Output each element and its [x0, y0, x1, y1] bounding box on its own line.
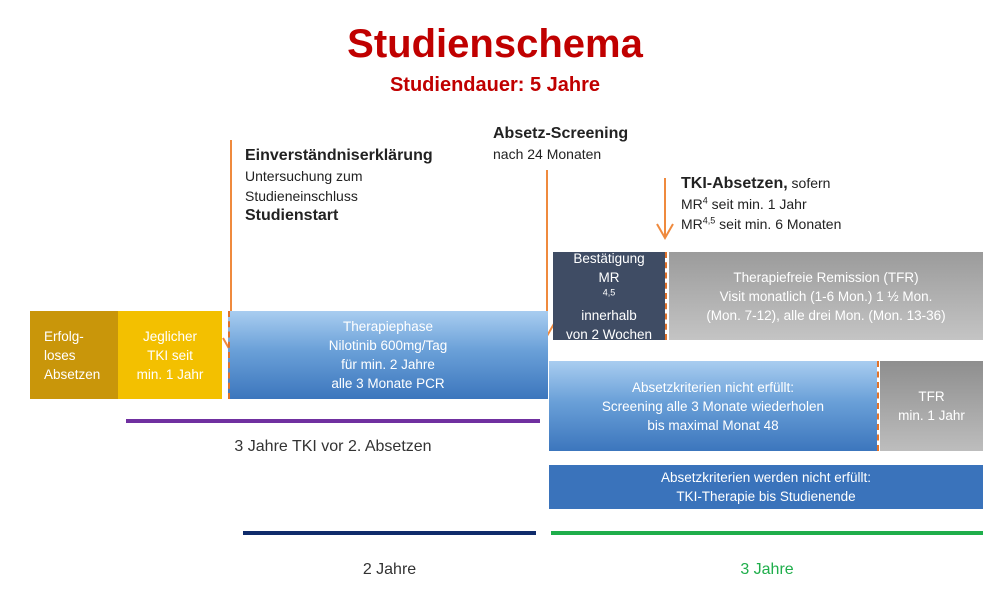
tfr-short-line-1: TFR: [918, 389, 945, 404]
three-years-tki-label: 3 Jahre TKI vor 2. Absetzen: [234, 438, 432, 455]
consent-line-1: Untersuchung zum: [245, 168, 363, 184]
navy-timeline-bar: [243, 531, 536, 535]
tfr-line-1: Therapiefreie Remission (TFR): [733, 269, 919, 285]
therapy-phase-box: Therapiephase Nilotinib 600mg/Tag für mi…: [228, 311, 548, 399]
failed-stop-line-3: Absetzen: [44, 366, 101, 382]
tfr-line-3: (Mon. 7-12), alle drei Mon. (Mon. 13-36): [706, 307, 946, 323]
criteria-line-1: Absetzkriterien nicht erfüllt:: [631, 379, 795, 395]
tfr-line-2: Visit monatlich (1-6 Mon.) 1 ½ Mon.: [719, 288, 933, 304]
therapy-line-4: alle 3 Monate PCR: [331, 376, 445, 391]
screening-subtitle: nach 24 Monaten: [493, 146, 602, 162]
three-years-label: 3 Jahre: [740, 561, 794, 578]
therapy-start-marker: [228, 311, 230, 399]
two-years-label: 2 Jahre: [362, 561, 417, 578]
page-subtitle: Studiendauer: 5 Jahre: [389, 74, 601, 96]
criteria-line-2: Screening alle 3 Monate wiederholen: [601, 398, 825, 414]
any-tki-line-2: TKI seit: [147, 347, 193, 363]
tfr-start-marker: [665, 252, 667, 340]
criteria-never-line-2: TKI-Therapie bis Studienende: [676, 489, 856, 504]
tfr-box: Therapiefreie Remission (TFR) Visit mona…: [669, 252, 983, 340]
purple-timeline-bar: [126, 419, 540, 423]
tki-stop-sup-2: 4,5: [702, 215, 716, 226]
failed-stop-line-1: Erfolg-: [44, 328, 84, 344]
confirm-line-2: MR 4,5 innerhalb: [581, 268, 637, 325]
tfr-short-box: TFR min. 1 Jahr: [880, 361, 983, 451]
page-title: Studienschema: [347, 22, 643, 66]
tki-stop-suffix: sofern: [787, 175, 831, 191]
consent-line-2: Studieneinschluss: [245, 188, 358, 204]
confirm-sup: 4,5: [602, 287, 616, 297]
consent-title: Einverständniserklärung: [245, 147, 433, 164]
confirm-line-1: Bestätigung: [573, 250, 645, 266]
consent-annotation: Einverständniserklärung Untersuchung zum…: [245, 146, 433, 226]
tki-stop-title: TKI-Absetzen,: [681, 175, 788, 192]
tki-stop-annotation: TKI-Absetzen, sofern MR4 seit min. 1 Jah…: [681, 173, 841, 234]
confirm-line-3: von 2 Wochen: [565, 326, 653, 342]
failed-stop-line-2: loses: [44, 347, 76, 363]
tfr-short-line-2: min. 1 Jahr: [898, 408, 965, 423]
tfr-short-marker: [877, 361, 879, 451]
any-tki-box: Jeglicher TKI seit min. 1 Jahr: [118, 311, 222, 399]
criteria-not-met-box: Absetzkriterien nicht erfüllt: Screening…: [549, 361, 877, 451]
tki-stop-mr-1: MR: [681, 196, 703, 212]
therapy-line-3: für min. 2 Jahre: [341, 357, 435, 372]
confirm-within: innerhalb: [581, 307, 637, 323]
screening-annotation: Absetz-Screening nach 24 Monaten: [493, 124, 628, 164]
screening-title: Absetz-Screening: [493, 125, 629, 142]
any-tki-line-1: Jeglicher: [142, 328, 198, 344]
study-start-label: Studienstart: [245, 207, 339, 224]
therapy-line-2: Nilotinib 600mg/Tag: [328, 338, 448, 353]
tki-stop-sup-1: 4: [702, 195, 708, 206]
any-tki-line-3: min. 1 Jahr: [136, 366, 204, 382]
failed-stop-box: Erfolg- loses Absetzen: [30, 311, 118, 399]
criteria-never-box: Absetzkriterien werden nicht erfüllt: TK…: [549, 465, 983, 509]
tki-stop-arrow-head: [656, 223, 674, 241]
confirm-mr: MR: [598, 269, 620, 285]
criteria-line-3: bis maximal Monat 48: [647, 417, 779, 433]
therapy-line-1: Therapiephase: [342, 319, 434, 334]
green-timeline-bar: [551, 531, 983, 535]
criteria-never-line-1: Absetzkriterien werden nicht erfüllt:: [660, 470, 872, 485]
confirmation-box: Bestätigung MR 4,5 innerhalb von 2 Wochen: [553, 250, 665, 342]
tki-stop-line-2: seit min. 6 Monaten: [715, 216, 842, 232]
tki-stop-line-1: seit min. 1 Jahr: [707, 196, 807, 212]
tki-stop-mr-2: MR: [681, 216, 703, 232]
